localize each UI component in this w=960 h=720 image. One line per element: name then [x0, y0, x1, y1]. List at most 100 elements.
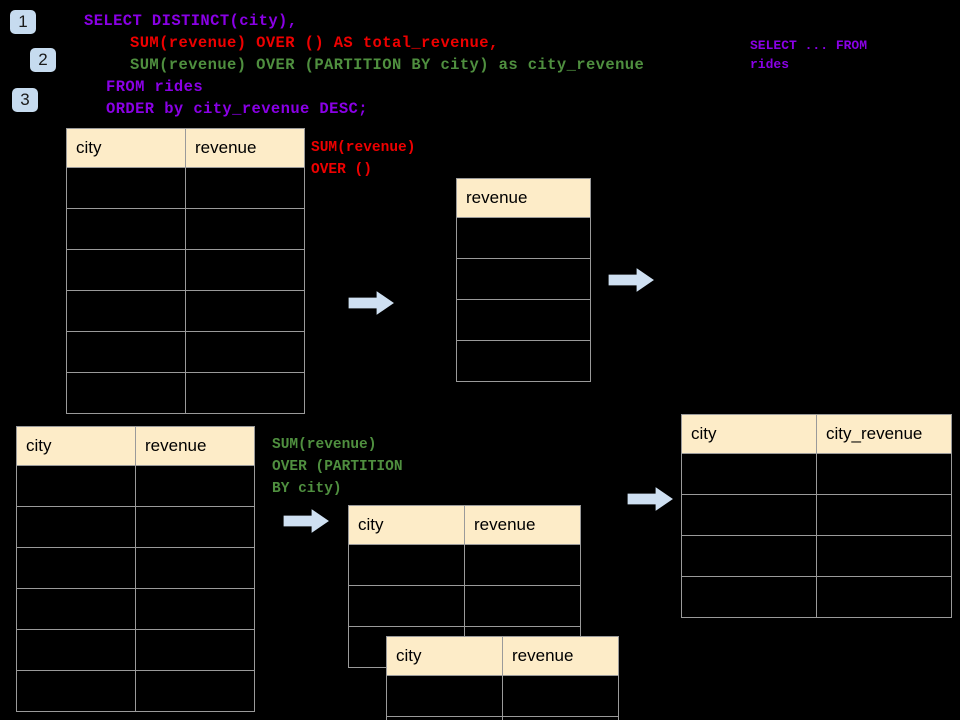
table-row	[681, 535, 952, 577]
cell-revenue	[456, 258, 591, 300]
cell-city	[348, 544, 465, 586]
table-header-row: city city_revenue	[681, 414, 952, 454]
table-row	[16, 670, 255, 712]
table-row	[16, 588, 255, 630]
cell-revenue	[135, 465, 255, 507]
table-row	[16, 506, 255, 548]
cell-city	[386, 716, 503, 720]
column-header-revenue: revenue	[456, 178, 591, 218]
cell-revenue	[456, 217, 591, 259]
cell-city-revenue	[816, 494, 952, 536]
table-row	[386, 675, 619, 717]
cell-revenue	[185, 331, 305, 373]
sql-line-from-rides: FROM rides	[106, 78, 204, 96]
rides-source-table: city revenue	[66, 128, 305, 414]
column-header-city: city	[66, 128, 186, 168]
cell-revenue	[185, 290, 305, 332]
cell-city	[66, 208, 186, 250]
table-row	[681, 494, 952, 536]
table-row	[66, 208, 305, 250]
sql-line-select-distinct: SELECT DISTINCT(city),	[84, 12, 298, 30]
cell-revenue	[464, 544, 581, 586]
column-header-revenue: revenue	[135, 426, 255, 466]
cell-city	[16, 465, 136, 507]
table-header-row: city revenue	[16, 426, 255, 466]
cell-city	[66, 290, 186, 332]
table-row	[66, 331, 305, 373]
annotation-partition-by-city: SUM(revenue) OVER (PARTITION BY city)	[272, 437, 403, 497]
table-header-row: city revenue	[386, 636, 619, 676]
cell-revenue	[135, 547, 255, 589]
step-badge-2: 2	[30, 48, 56, 72]
table-row	[16, 465, 255, 507]
final-result-table: city city_revenue	[681, 414, 952, 618]
table-row	[456, 299, 591, 341]
cell-city	[681, 494, 817, 536]
cell-city	[681, 535, 817, 577]
table-row	[456, 258, 591, 300]
sql-line-order-by: ORDER by city_revenue DESC;	[106, 100, 368, 118]
column-header-city-revenue: city_revenue	[816, 414, 952, 454]
cell-city	[66, 167, 186, 209]
cell-revenue	[185, 167, 305, 209]
table-row	[66, 372, 305, 414]
cell-revenue	[456, 340, 591, 382]
column-header-city: city	[16, 426, 136, 466]
arrow-source-to-total	[348, 288, 396, 318]
cell-revenue	[135, 670, 255, 712]
sql-line-sum-over-empty: SUM(revenue) OVER () AS total_revenue,	[130, 34, 499, 52]
table-row	[348, 585, 581, 627]
table-header-row: city revenue	[66, 128, 305, 168]
column-header-city: city	[348, 505, 465, 545]
cell-revenue	[464, 585, 581, 627]
table-row	[66, 167, 305, 209]
column-header-revenue: revenue	[502, 636, 619, 676]
annotation-select-from-rides: SELECT ... FROM rides	[750, 38, 868, 72]
arrow-total-to-result	[608, 265, 656, 295]
table-row	[456, 340, 591, 382]
cell-city	[16, 506, 136, 548]
step-badge-1: 1	[10, 10, 36, 34]
table-row	[66, 249, 305, 291]
column-header-revenue: revenue	[185, 128, 305, 168]
cell-city	[66, 249, 186, 291]
arrow-partition-to-result	[627, 484, 675, 514]
table-row	[348, 544, 581, 586]
table-row	[681, 453, 952, 495]
cell-revenue	[135, 506, 255, 548]
cell-city	[16, 547, 136, 589]
table-row	[66, 290, 305, 332]
cell-revenue	[456, 299, 591, 341]
cell-revenue	[502, 716, 619, 720]
cell-city	[66, 331, 186, 373]
table-row	[386, 716, 619, 720]
cell-revenue	[185, 208, 305, 250]
cell-revenue	[502, 675, 619, 717]
annotation-over-empty: SUM(revenue) OVER ()	[311, 140, 416, 178]
cell-city	[681, 576, 817, 618]
cell-city	[66, 372, 186, 414]
cell-city	[681, 453, 817, 495]
table-row	[16, 547, 255, 589]
rides-source-table-partition: city revenue	[16, 426, 255, 712]
cell-city	[16, 629, 136, 671]
cell-revenue	[135, 588, 255, 630]
partition-group-table-front: city revenue	[386, 636, 619, 720]
table-row	[16, 629, 255, 671]
table-row	[681, 576, 952, 618]
cell-revenue	[185, 372, 305, 414]
cell-revenue	[185, 249, 305, 291]
cell-revenue	[135, 629, 255, 671]
column-header-city: city	[386, 636, 503, 676]
sql-line-sum-over-partition: SUM(revenue) OVER (PARTITION BY city) as…	[130, 56, 645, 74]
table-row	[456, 217, 591, 259]
table-header-row: city revenue	[348, 505, 581, 545]
cell-city-revenue	[816, 576, 952, 618]
cell-city	[16, 670, 136, 712]
cell-city	[16, 588, 136, 630]
cell-city-revenue	[816, 453, 952, 495]
cell-city-revenue	[816, 535, 952, 577]
step-badge-3: 3	[12, 88, 38, 112]
total-revenue-table: revenue	[456, 178, 591, 382]
